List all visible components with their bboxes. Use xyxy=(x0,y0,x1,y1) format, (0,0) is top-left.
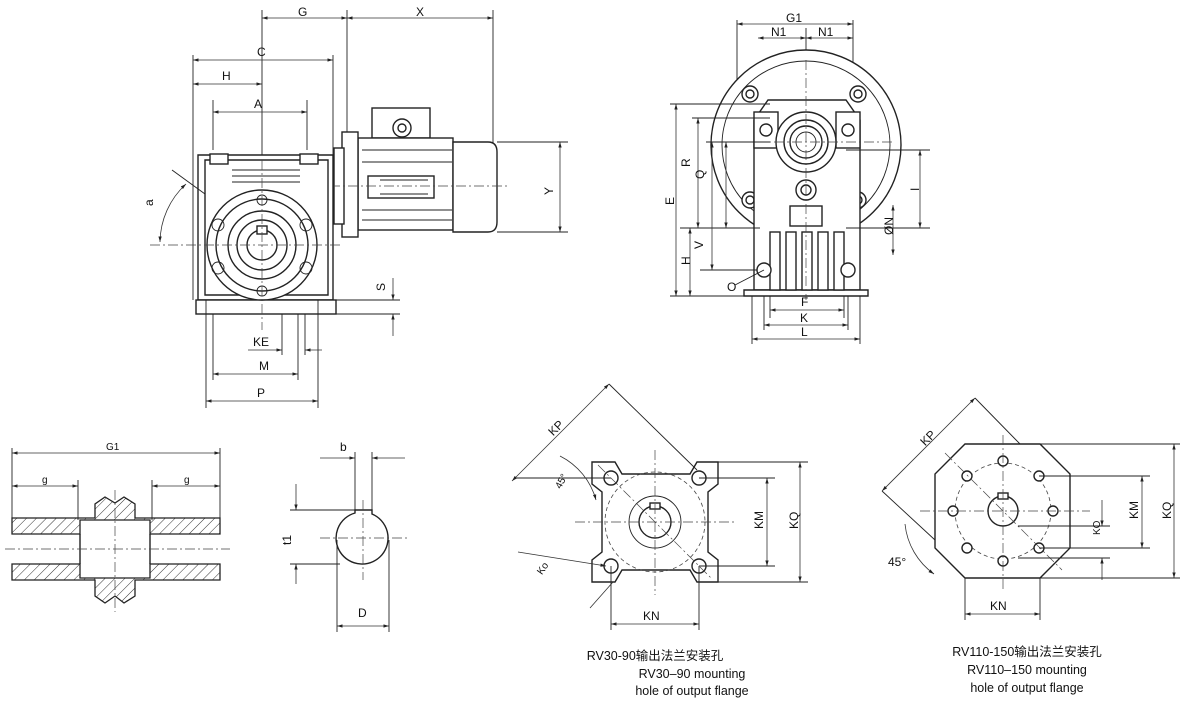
side-view-labels: G1 N1 N1 R Q E V H I ØN O F K L xyxy=(663,11,922,339)
dim-label-P: P xyxy=(257,386,265,400)
caption-line-english-2: hole of output flange xyxy=(970,681,1083,695)
dim-label-A: A xyxy=(254,97,262,111)
dim-label-N1-left: N1 xyxy=(771,25,787,39)
dim-label-Ko: Ko xyxy=(535,560,551,577)
dim-label-V: V xyxy=(692,241,706,249)
caption-line-chinese: RV110-150输出法兰安装孔 xyxy=(952,644,1102,659)
dim-label-KP-small: KP xyxy=(545,417,566,438)
dim-label-a: a xyxy=(142,199,156,206)
dim-label-N1-right: N1 xyxy=(818,25,834,39)
hollow-shaft-labels: G1 g g xyxy=(42,442,190,486)
dim-label-b: b xyxy=(340,440,347,454)
dim-label-KN-small: KN xyxy=(643,609,660,623)
dim-label-KE: KE xyxy=(253,335,269,349)
dim-label-KN-large: KN xyxy=(990,599,1007,613)
dim-label-I: I xyxy=(908,188,922,191)
dim-label-C: C xyxy=(257,45,266,59)
dim-label-KP-large: KP xyxy=(917,427,938,448)
dim-label-K: K xyxy=(800,311,808,325)
caption-rv110-150: RV110-150输出法兰安装孔 RV110–150 mounting hole… xyxy=(952,644,1102,695)
dim-label-F: F xyxy=(801,295,808,309)
dim-label-shaft-G1: G1 xyxy=(106,442,120,453)
hollow-shaft-section xyxy=(5,448,230,612)
dim-label-g-left: g xyxy=(42,475,48,486)
caption-line-chinese: RV30-90输出法兰安装孔 xyxy=(587,648,724,663)
dim-label-KM-small: KM xyxy=(752,511,766,529)
keyway-labels: b t1 D xyxy=(280,440,367,620)
dim-label-S: S xyxy=(374,283,388,291)
dim-label-D: D xyxy=(358,606,367,620)
dim-label-KM-large: KM xyxy=(1127,501,1141,519)
dim-label-H-side: H xyxy=(679,256,693,265)
caption-line-english-1: RV110–150 mounting xyxy=(967,663,1087,677)
dim-label-R: R xyxy=(679,158,693,167)
dim-label-KQ-large: KQ xyxy=(1160,502,1174,519)
dim-label-KO-large: KO xyxy=(1092,520,1103,535)
flange-rv110-150 xyxy=(881,397,1180,620)
dim-label-O: O xyxy=(727,280,736,294)
dim-label-G1: G1 xyxy=(786,11,802,25)
dim-label-45-large: 45° xyxy=(888,555,906,569)
dim-label-X: X xyxy=(416,5,424,19)
dim-label-g-right: g xyxy=(184,475,190,486)
dim-label-E: E xyxy=(663,197,677,205)
front-view xyxy=(150,10,568,408)
dim-label-diameter-N: ØN xyxy=(882,217,896,235)
dim-label-G: G xyxy=(298,5,307,19)
dim-label-t1: t1 xyxy=(280,535,294,545)
dim-label-45-small: 45° xyxy=(554,472,571,491)
flange-rv30-90 xyxy=(511,383,808,630)
dim-label-L: L xyxy=(801,325,808,339)
caption-rv30-90: RV30-90输出法兰安装孔 RV30–90 mounting hole of … xyxy=(587,648,749,698)
dim-label-M: M xyxy=(259,359,269,373)
front-view-labels: G X C H A a Y S KE M P xyxy=(142,5,556,400)
side-view xyxy=(670,20,930,344)
dim-label-H: H xyxy=(222,69,231,83)
caption-line-english-1: RV30–90 mounting xyxy=(639,667,746,681)
dim-label-KQ-small: KQ xyxy=(787,512,801,529)
dim-label-Q: Q xyxy=(693,170,707,179)
dim-label-Y: Y xyxy=(542,187,556,195)
caption-line-english-2: hole of output flange xyxy=(635,684,748,698)
keyway-detail xyxy=(290,452,410,632)
